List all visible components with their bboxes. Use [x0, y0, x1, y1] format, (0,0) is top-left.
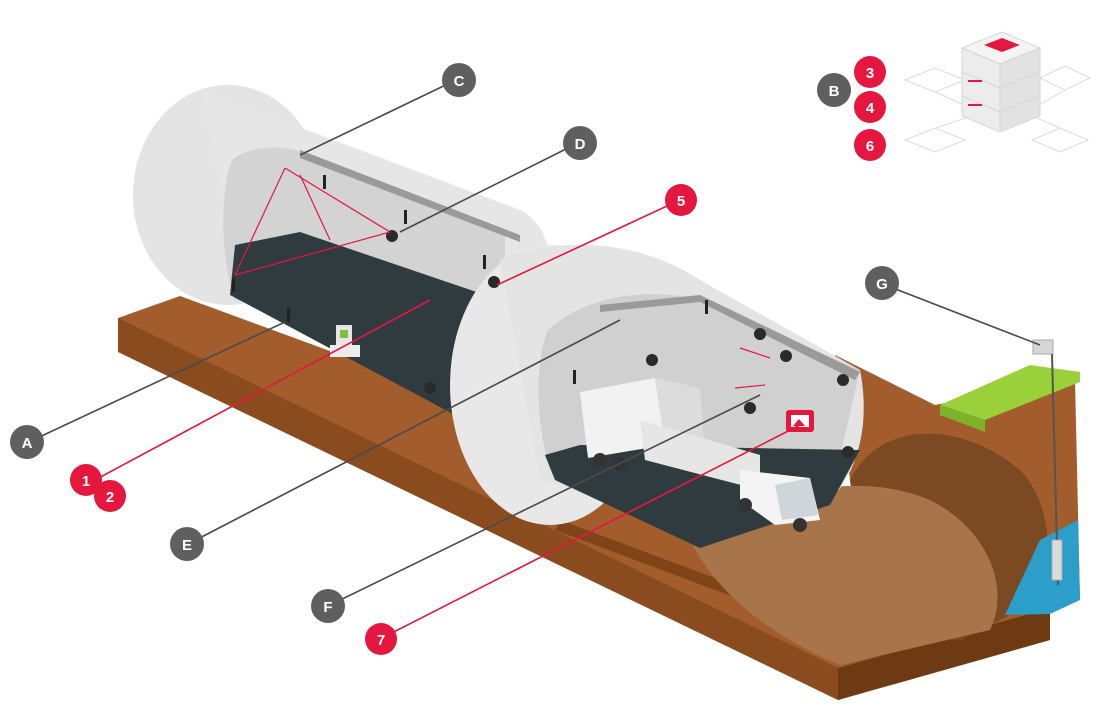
badge-4-label: 4	[866, 100, 875, 117]
badge-2: 2	[94, 480, 126, 512]
badge-1-label: 1	[82, 473, 90, 490]
leader-e	[189, 319, 621, 544]
badge-c-label: C	[454, 73, 465, 90]
camera-image-icon	[786, 410, 814, 432]
badge-f: F	[311, 589, 345, 623]
badge-6: 6	[854, 129, 886, 161]
badge-g: G	[865, 266, 899, 300]
laser-lines	[234, 167, 771, 389]
badge-3-label: 3	[866, 65, 874, 82]
badge-1: 1	[70, 464, 102, 496]
badge-a: A	[10, 425, 44, 459]
total-station	[330, 325, 360, 357]
leader-5	[496, 199, 681, 286]
leader-12	[94, 299, 431, 481]
badge-7: 7	[365, 623, 397, 655]
badge-f-label: F	[323, 599, 332, 616]
badge-5: 5	[665, 184, 697, 216]
badge-5-label: 5	[677, 193, 685, 210]
leader-d	[399, 142, 579, 233]
badge-e: E	[170, 527, 204, 561]
grass-surface	[940, 365, 1080, 432]
badge-e-label: E	[182, 537, 192, 554]
leader-g	[879, 282, 1041, 346]
tunnel-section-rear	[133, 85, 550, 415]
badge-g-label: G	[876, 276, 888, 293]
leader-a	[32, 321, 286, 441]
badge-6-label: 6	[866, 138, 874, 155]
badge-a-label: A	[22, 435, 33, 452]
badge-3: 3	[854, 56, 886, 88]
badge-d-label: D	[575, 136, 586, 153]
leader-lines	[32, 79, 1041, 639]
leader-7	[381, 424, 801, 639]
sensor-group	[232, 175, 854, 458]
badge-c: C	[442, 63, 476, 97]
leader-f	[329, 394, 761, 606]
badge-b: B	[817, 73, 851, 107]
badge-b-label: B	[829, 83, 840, 100]
leader-c	[299, 79, 457, 156]
server-stack	[903, 31, 1092, 153]
badge-7-label: 7	[377, 632, 385, 649]
badge-4: 4	[854, 91, 886, 123]
badge-2-label: 2	[106, 489, 114, 506]
badge-d: D	[563, 126, 597, 160]
truck	[580, 378, 820, 532]
